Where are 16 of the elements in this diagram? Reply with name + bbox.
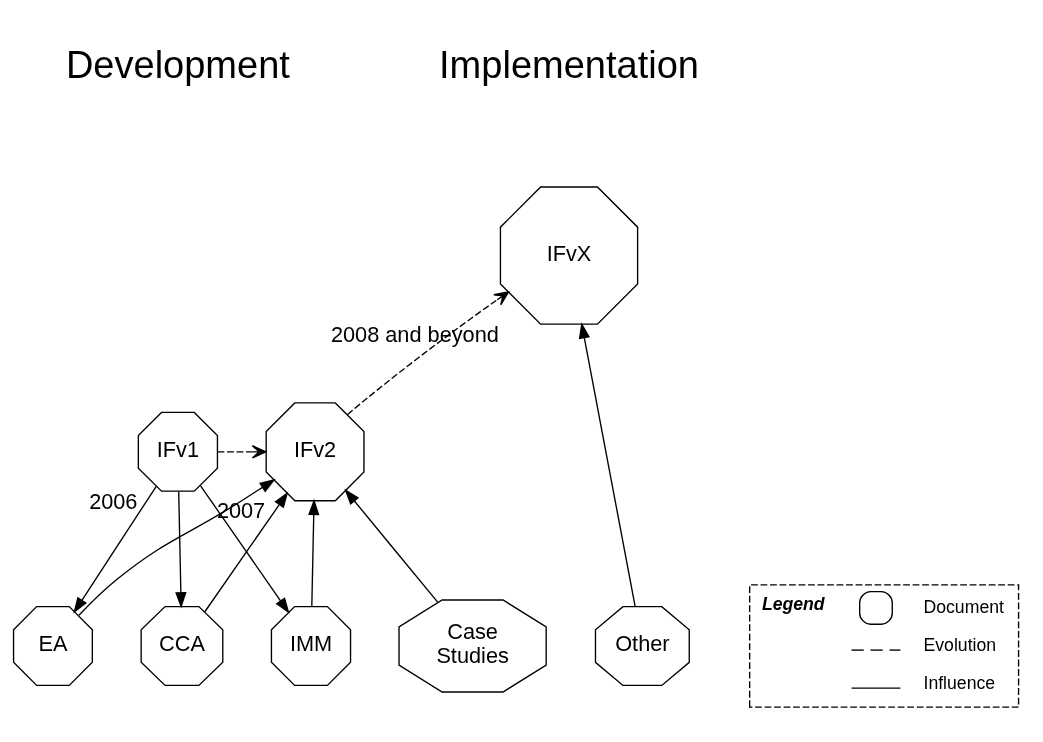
legend-label: Influence bbox=[923, 672, 996, 693]
arrow bbox=[73, 485, 157, 614]
label: Implementation bbox=[439, 44, 699, 87]
arrow bbox=[78, 478, 276, 616]
node-label: 2008 and beyond bbox=[330, 321, 499, 347]
label: Legend bbox=[761, 593, 825, 614]
legend-label: Evolution bbox=[923, 634, 997, 655]
node-label: 2006 bbox=[89, 488, 138, 514]
arrow bbox=[308, 498, 320, 608]
arrow bbox=[346, 291, 510, 416]
arrow bbox=[578, 322, 636, 608]
arrow bbox=[344, 488, 439, 603]
arrow bbox=[175, 490, 187, 609]
label: Development bbox=[65, 44, 290, 87]
arrow bbox=[216, 445, 267, 459]
legend-label: Document bbox=[923, 596, 1004, 617]
